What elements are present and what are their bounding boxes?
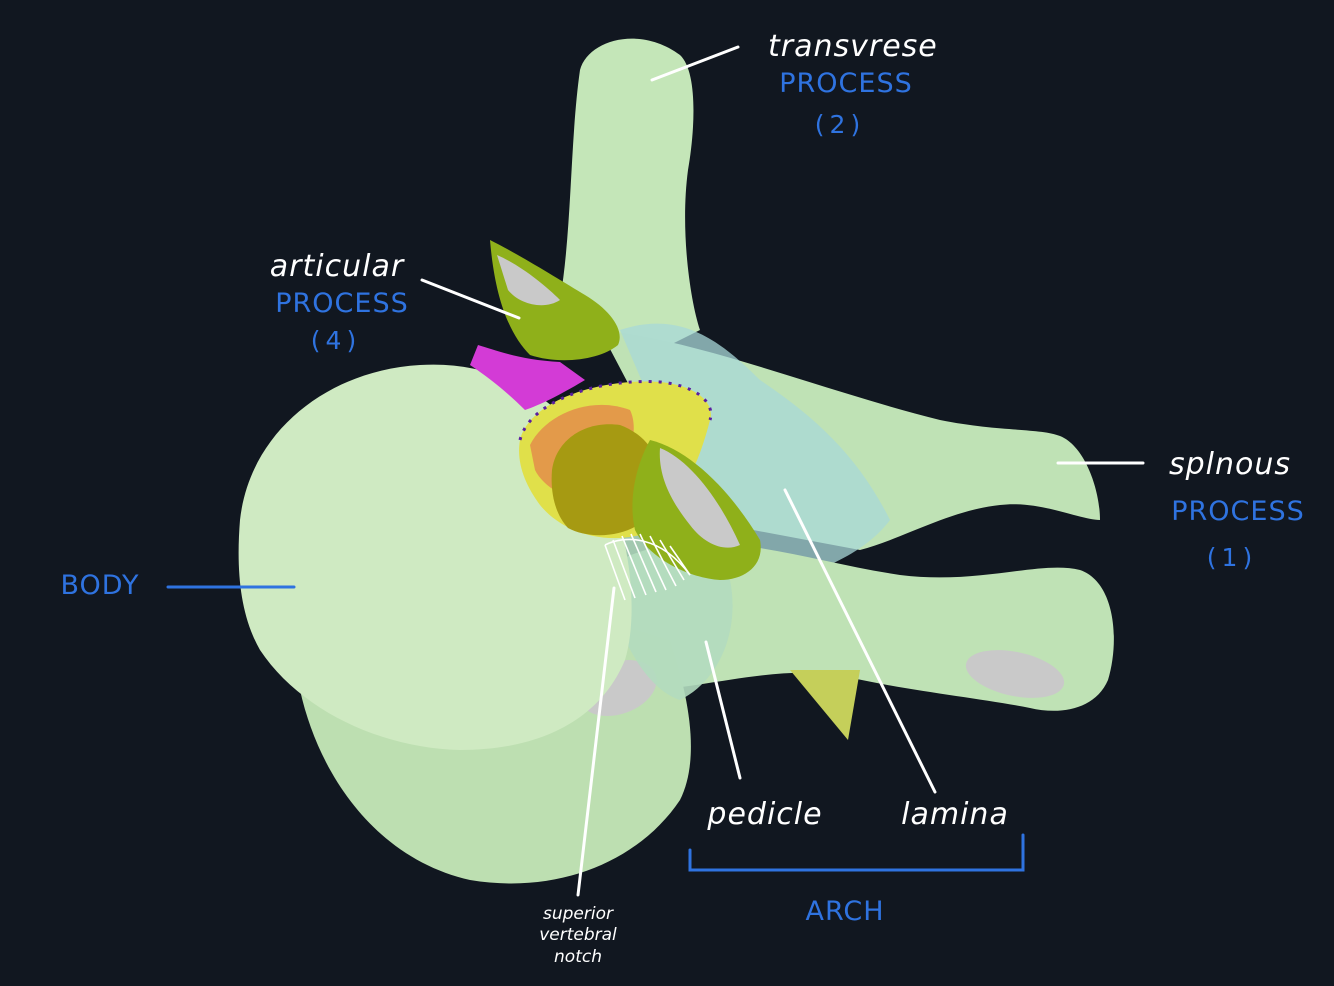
pedicle-leader <box>704 640 742 780</box>
pedicle-label: pedicle <box>707 797 823 832</box>
transverse-process-shape <box>560 38 700 360</box>
arch-bracket <box>688 833 1025 872</box>
articular-leader <box>420 278 521 320</box>
body-label: BODY <box>60 570 140 601</box>
lamina-leader <box>783 488 937 794</box>
superior-vertebral-notch-hatch <box>604 533 691 601</box>
spinous-label-kind: PROCESS <box>1171 496 1305 527</box>
transverse-leader <box>650 45 740 82</box>
lamina-label: lamina <box>901 797 1009 832</box>
notch-label-line3: notch <box>554 946 602 967</box>
notch-label-line2: vertebral <box>539 925 617 946</box>
notch-label-line1: superior <box>543 904 613 924</box>
transverse-label-name: transvrese <box>768 29 938 64</box>
spinous-label-name: splnous <box>1168 447 1292 482</box>
middle-articular-facet <box>659 448 740 548</box>
articular-label-kind: PROCESS <box>275 288 409 319</box>
inferior-facet <box>965 650 1065 698</box>
spinous-label-number: (1) <box>1206 543 1258 572</box>
arch-label: ARCH <box>805 896 885 927</box>
notch-label: superior vertebral notch <box>518 904 638 968</box>
superior-articular-facet <box>497 255 560 306</box>
magenta-band <box>470 345 585 410</box>
leader-lines <box>166 45 1145 897</box>
canal-dotted-edge <box>518 380 713 441</box>
articular-label-number: (4) <box>310 326 362 355</box>
articular-label-name: articular <box>269 249 405 284</box>
inferior-articular-spike <box>790 670 860 740</box>
transverse-label-kind: PROCESS <box>779 68 913 99</box>
transverse-label-number: (2) <box>814 110 866 139</box>
notch-leader <box>576 586 616 897</box>
